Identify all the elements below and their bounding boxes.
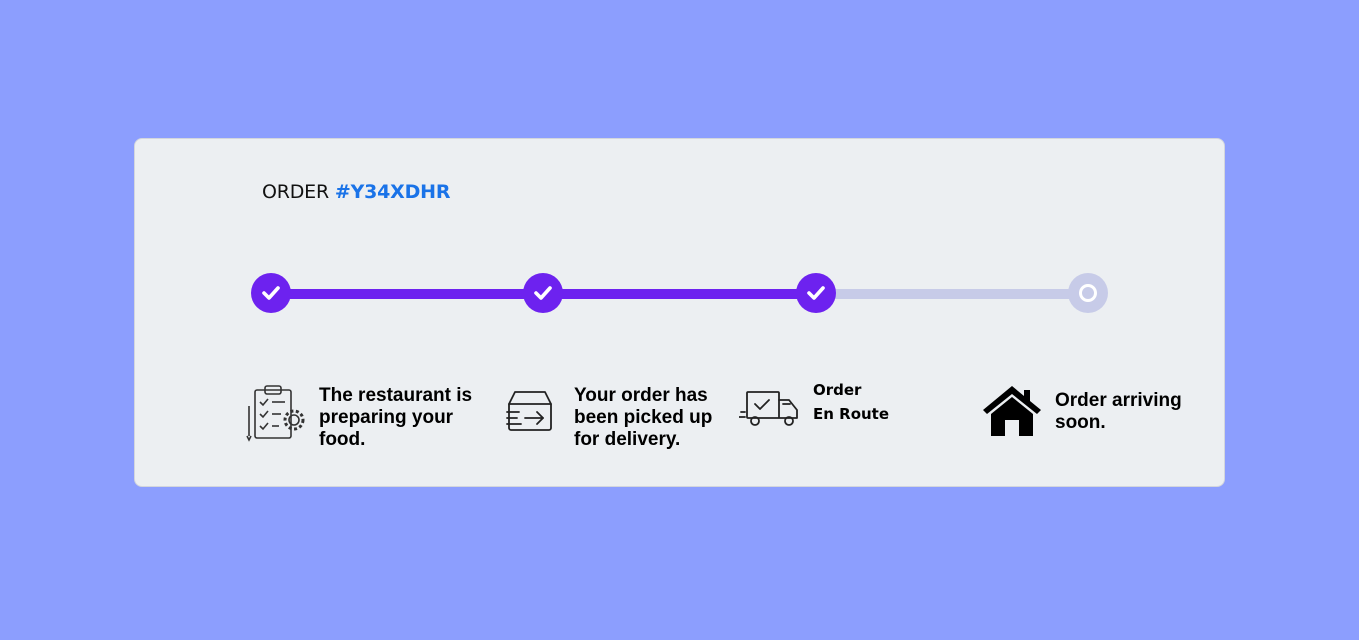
order-code: #Y34XDHR xyxy=(334,181,451,203)
step-4-pending-node xyxy=(1068,273,1108,313)
step-arriving: Order arriving soon. xyxy=(981,384,1195,438)
clipboard-gear-icon xyxy=(246,385,305,442)
step-label: Order En Route xyxy=(813,378,889,426)
delivery-box-icon xyxy=(506,391,552,431)
step-picked-up: Your order has been picked up for delive… xyxy=(505,384,724,451)
checkmark-icon xyxy=(534,286,552,300)
order-title: ORDER #Y34XDHR xyxy=(262,181,451,203)
step-restaurant-preparing: The restaurant is preparing your food. xyxy=(245,384,487,451)
step-1-check-node xyxy=(251,273,291,313)
step-label-line-2: En Route xyxy=(813,405,890,423)
home-icon xyxy=(983,386,1041,436)
checkmark-icon xyxy=(807,286,825,300)
delivery-truck-icon xyxy=(739,391,798,426)
step-label: Your order has been picked up for delive… xyxy=(574,385,713,450)
order-prefix: ORDER xyxy=(262,181,329,203)
step-2-check-node xyxy=(523,273,563,313)
step-label: The restaurant is preparing your food. xyxy=(319,385,473,450)
order-tracking-card: ORDER #Y34XDHR xyxy=(134,138,1225,487)
step-3-check-node xyxy=(796,273,836,313)
step-label-line-1: Order xyxy=(813,381,862,399)
step-label: Order arriving soon. xyxy=(1055,390,1182,433)
empty-circle-icon xyxy=(1079,284,1097,302)
step-en-route: Order En Route xyxy=(739,381,889,430)
checkmark-icon xyxy=(262,286,280,300)
